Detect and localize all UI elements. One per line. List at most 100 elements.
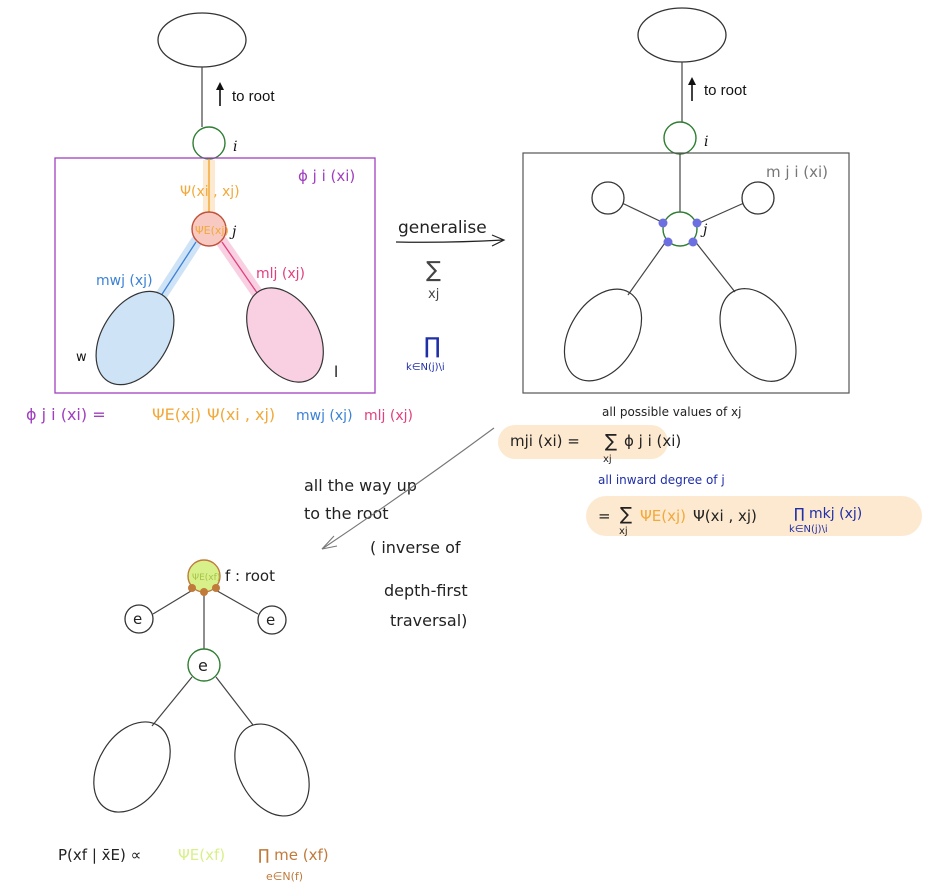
left-node-i [192, 126, 226, 160]
formula-p: P(xf | x̄E) ∝ [58, 846, 141, 864]
leaf-l-label: l [334, 363, 338, 381]
subtree-w [95, 290, 175, 386]
eq-left-mw: mwj (xj) [296, 408, 353, 424]
left-box-label: ϕ j i (xi) [298, 167, 355, 185]
left-parent-node [157, 12, 247, 68]
right-parent-node [637, 7, 727, 63]
formula-psi: ΨE(xf) [178, 846, 225, 864]
marker-right-child [692, 218, 702, 228]
marker-subtree-left [663, 237, 673, 247]
note-arrowhead-icon [321, 535, 338, 550]
leaf-e-right-label: e [266, 611, 275, 629]
bottom-subtree-right [234, 723, 310, 817]
left-node-j [191, 211, 227, 247]
note-line-1: all the way up [304, 476, 417, 495]
marker-subtree-right [688, 237, 698, 247]
marker-left-child [658, 218, 668, 228]
middle-generalise: generalise ∑ xj ∏ k∈N(j)\i [395, 218, 506, 373]
note-line-2: to the root [304, 504, 389, 523]
eq2-psiE: ΨE(xj) [640, 507, 686, 525]
subtree-l [246, 287, 324, 383]
right-subtree-left [563, 288, 643, 382]
left-node-j-psi: ΨE(xj) [195, 224, 229, 237]
left-arrowhead-icon [216, 82, 224, 90]
right-box-label: m j i (xi) [766, 163, 828, 181]
right-child-right [741, 181, 775, 215]
bottom-tree: ΨE(xf) f : root e e e [93, 559, 310, 817]
eq2-prod: ∏ mkj (xj) [794, 506, 862, 522]
leaf-e-left-label: e [133, 610, 142, 628]
root-label: f : root [225, 567, 275, 585]
note-all-values: all possible values of xj [602, 405, 741, 419]
eq2-prod-sub: k∈N(j)\i [789, 524, 828, 535]
right-to-root-label: to root [704, 82, 747, 99]
formula-sub: e∈N(f) [266, 870, 303, 883]
right-message-box [522, 152, 850, 394]
right-edge-j-right-child [696, 202, 745, 225]
leaf-e-left [124, 604, 154, 634]
formula-prod: ∏ me (xf) [258, 846, 329, 864]
edge-psi-label: Ψ(xi , xj) [180, 184, 240, 200]
edge-e-subtree-left [151, 676, 193, 727]
middle-prod-sub: k∈N(j)\i [406, 362, 445, 373]
edge-jl [221, 241, 263, 301]
right-tree: to root i m j i (xi) j [522, 7, 850, 394]
root-marker-bottom [200, 588, 208, 596]
left-tree: to root i ϕ j i (xi) Ψ(xi , xj) ΨE(xj) j… [54, 12, 376, 394]
eq1-rhs: ϕ j i (xi) [624, 432, 681, 450]
right-edge-j-left-child [621, 202, 667, 225]
edge-e-subtree-right [215, 676, 254, 726]
left-node-i-label: i [233, 139, 237, 155]
note-line-3: ( inverse of [370, 538, 461, 557]
eq-left-lhs: ϕ j i (xi) = [26, 405, 106, 424]
right-node-j-label: j [700, 222, 708, 238]
left-message-box [54, 157, 376, 394]
root-inner-label: ΨE(xf) [192, 573, 220, 583]
leaf-e-right [257, 605, 287, 635]
bottom-subtree-left [93, 721, 171, 813]
middle-prod: ∏ [424, 334, 441, 359]
eq-left-ml: mlj (xj) [364, 408, 413, 424]
left-equation: ϕ j i (xi) = ΨE(xj) Ψ(xi , xj) mwj (xj) … [26, 405, 413, 424]
eq2-psi: Ψ(xi , xj) [693, 507, 757, 525]
bottom-note: all the way up to the root ( inverse of … [304, 427, 495, 630]
right-edge-j-subtree-left [627, 239, 668, 296]
eq1-sum: ∑ [605, 431, 617, 452]
right-node-i-label: i [704, 134, 708, 150]
right-subtree-right [719, 288, 797, 382]
eq2-equals: = [598, 507, 611, 525]
eq1-lhs: mji (xi) = [510, 432, 580, 450]
generalise-label: generalise [398, 218, 487, 238]
note-arrow [321, 427, 495, 550]
eq-left-psiE: ΨE(xj) [152, 405, 201, 424]
generalise-arrow [395, 239, 504, 243]
right-child-left [591, 181, 625, 215]
edge-f-e2 [211, 587, 259, 615]
generalise-arrowhead-icon [491, 234, 506, 247]
eq-left-psi: Ψ(xi , xj) [207, 405, 275, 424]
note-inward-degree: all inward degree of j [598, 473, 725, 487]
eq2-sum-sub: xj [619, 526, 628, 537]
left-node-j-label: j [229, 224, 237, 240]
right-arrowhead-icon [688, 77, 696, 85]
right-node-j [662, 211, 698, 247]
eq2-sum: ∑ [620, 504, 632, 525]
eq1-sum-sub: xj [603, 454, 612, 465]
left-to-root-label: to root [232, 88, 275, 105]
node-e-center [187, 648, 221, 682]
msg-l-label: mlj (xj) [256, 266, 305, 282]
root-marker-left [188, 584, 196, 592]
note-line-4: depth-first [384, 581, 468, 600]
node-e-center-label: e [198, 656, 208, 675]
eq1-highlight [498, 425, 668, 459]
right-equations: all possible values of xj mji (xi) = ∑ x… [498, 405, 922, 537]
note-line-5: traversal) [390, 611, 467, 630]
msg-w-label: mwj (xj) [96, 273, 153, 289]
right-node-i [663, 121, 697, 155]
right-edge-j-subtree-right [693, 239, 736, 293]
leaf-w-label: w [76, 350, 87, 365]
eq2-highlight [586, 496, 922, 536]
bottom-formula: P(xf | x̄E) ∝ ΨE(xf) ∏ me (xf) e∈N(f) [58, 846, 329, 883]
middle-sum: ∑ [426, 258, 441, 283]
